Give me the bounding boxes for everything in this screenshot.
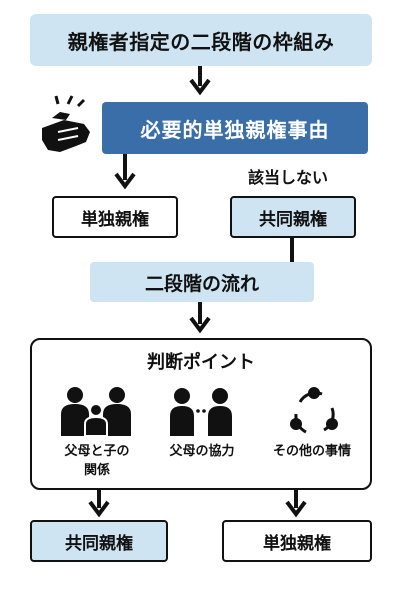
point-parent-child-relation: 父母と子の 関係 [42,442,152,480]
joint-custody-top-box: 共同親権 [230,196,356,238]
judgment-points-box: 判断ポイント 父母と子の 関係 父母の協力 その他の事情 [30,338,372,490]
point-parental-cooperation-line1: 父母の協力 [169,444,235,459]
arrow-reason-to-sole [114,154,136,190]
point-parent-child-relation-line1: 父母と子の [64,444,130,459]
judgment-points-title: 判断ポイント [147,352,255,373]
point-parental-cooperation: 父母の協力 [150,442,254,461]
not-applicable-label: 該当しない [248,168,329,187]
arrow-title-to-reason [189,66,211,96]
sole-custody-top-box: 単独親権 [52,196,178,238]
required-sole-custody-reason-box: 必要的単独親権事由 [102,102,368,154]
arrow-points-to-joint [88,490,110,518]
arrow-points-to-sole [285,490,307,518]
point-parent-child-relation-line2: 関係 [83,463,110,478]
cycle-icon [290,387,338,434]
point-other-circumstances-line1: その他の事情 [272,444,351,459]
diagram-title: 親権者指定の二段階の枠組み [30,14,372,66]
sole-custody-bottom-box: 単独親権 [222,520,372,562]
fist-icon [42,95,90,152]
family-icon [61,387,131,437]
arrow-flow-to-points [189,302,211,334]
joint-custody-bottom-box: 共同親権 [30,520,168,562]
two-stage-flow-box: 二段階の流れ [90,262,314,302]
cooperation-icon [170,388,232,436]
point-other-circumstances: その他の事情 [254,442,370,461]
